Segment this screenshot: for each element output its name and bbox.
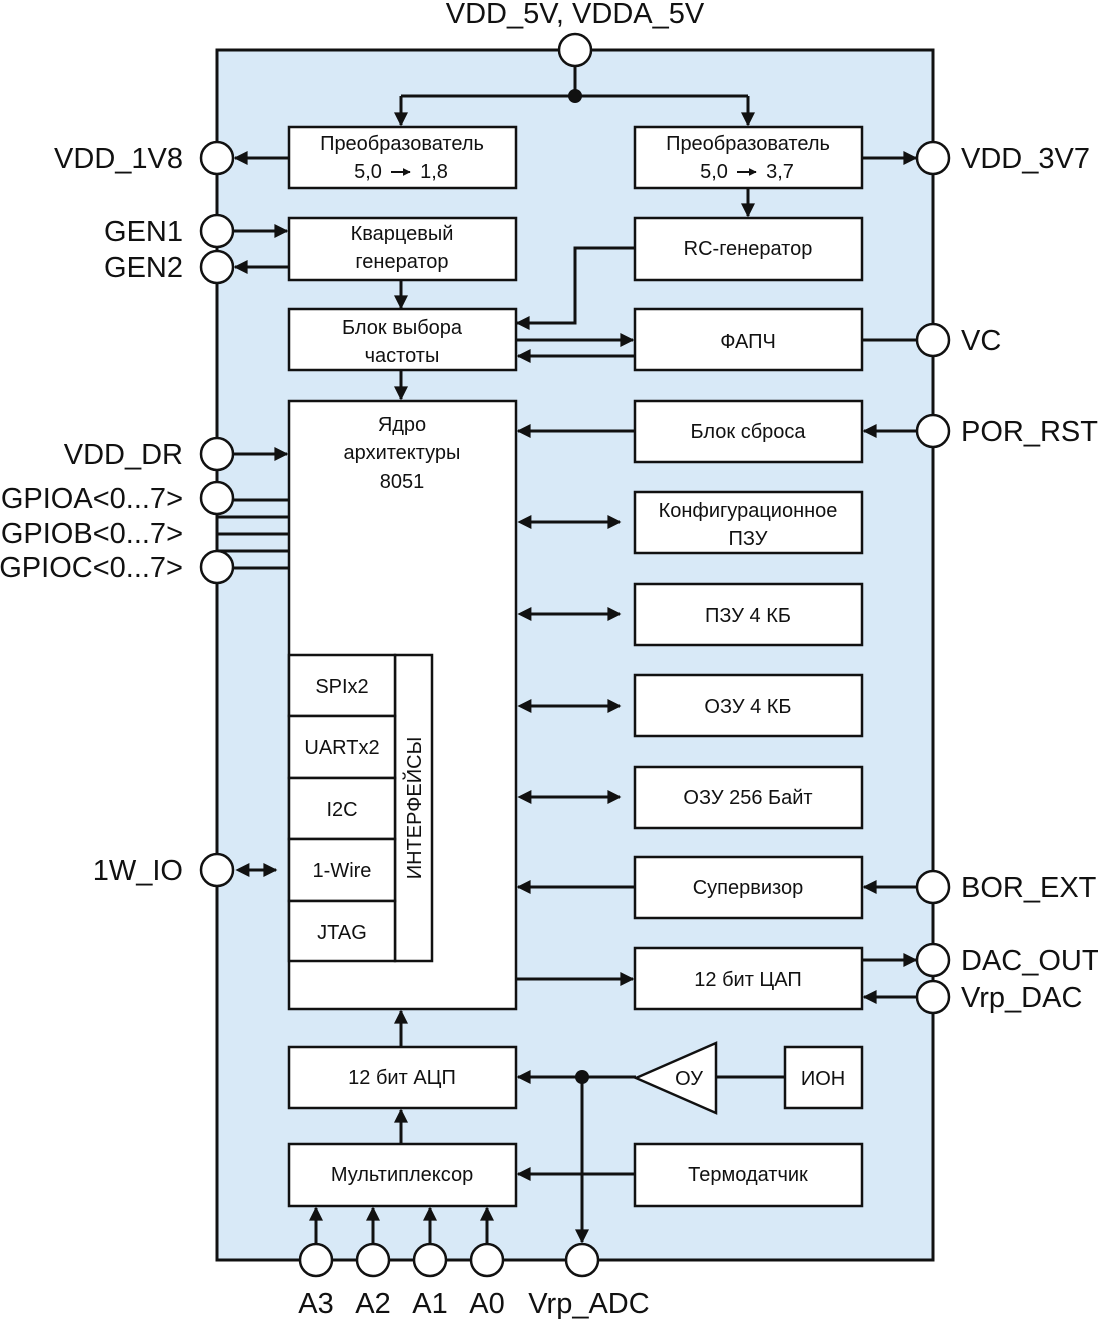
freq-label-1: Блок выбора <box>342 317 463 339</box>
pin-a0 <box>469 1242 505 1278</box>
converter-3v7-output: 3,7 <box>766 161 794 183</box>
pll-label: ФАПЧ <box>720 331 776 353</box>
label-gen1: GEN1 <box>104 216 183 248</box>
pin-gpioa <box>199 480 235 516</box>
label-a3: A3 <box>298 1288 333 1320</box>
cfg-label-1: Конфигурационное <box>659 500 838 522</box>
junction-dot <box>568 89 582 103</box>
ram-256b: ОЗУ 256 Байт <box>633 765 864 830</box>
core-label-3: 8051 <box>380 471 425 493</box>
label-gpiob: GPIOB<0...7> <box>1 518 183 550</box>
label-dac-out: DAC_OUT <box>961 945 1098 977</box>
converter-1v8-label: Преобразователь <box>320 133 484 155</box>
label-gen2: GEN2 <box>104 252 183 284</box>
cfg-label-2: ПЗУ <box>729 528 768 550</box>
pin-gen1 <box>199 213 235 249</box>
crystal-oscillator: Кварцевый генератор <box>287 216 518 282</box>
vref-label: ИОН <box>801 1068 845 1090</box>
pin-vdd3v7 <box>915 140 951 176</box>
frequency-select: Блок выбора частоты <box>287 307 518 372</box>
opamp-block: ОУ <box>632 1041 718 1115</box>
converter-1v8-input: 5,0 <box>354 161 382 183</box>
dac-block: 12 бит ЦАП <box>633 946 864 1011</box>
uart-label: UARTx2 <box>304 737 379 759</box>
vref-block: ИОН <box>783 1045 864 1110</box>
label-vrp-adc: Vrp_ADC <box>528 1288 649 1320</box>
freq-label-2: частоты <box>365 345 440 367</box>
label-vrp-dac: Vrp_DAC <box>961 982 1082 1014</box>
converter-1v8: Преобразователь 5,0 1,8 <box>287 125 518 190</box>
label-vdd1v8: VDD_1V8 <box>54 143 183 175</box>
pin-bor-ext <box>915 869 951 905</box>
label-a1: A1 <box>412 1288 447 1320</box>
converter-3v7: Преобразователь 5,0 3,7 <box>633 125 864 190</box>
pin-gpioc <box>199 549 235 585</box>
onewire-label: 1-Wire <box>313 860 372 882</box>
core-label-2: архитектуры <box>344 442 461 464</box>
config-rom: Конфигурационное ПЗУ <box>633 490 864 555</box>
pin-vc <box>915 322 951 358</box>
pin-a1 <box>412 1242 448 1278</box>
thermo-label: Термодатчик <box>688 1164 808 1186</box>
converter-3v7-input: 5,0 <box>700 161 728 183</box>
label-a2: A2 <box>355 1288 390 1320</box>
pin-por-rst <box>915 413 951 449</box>
opamp-label: ОУ <box>675 1068 703 1090</box>
interfaces-label: ИНТЕРФЕЙСЫ <box>402 737 426 880</box>
supervisor-label: Супервизор <box>693 877 804 899</box>
label-gpioa: GPIOA<0...7> <box>1 483 183 515</box>
ram-4kb: ОЗУ 4 КБ <box>633 673 864 738</box>
converter-1v8-output: 1,8 <box>420 161 448 183</box>
pin-vdd-dr <box>199 436 235 472</box>
pin-vrp-adc <box>564 1242 600 1278</box>
pin-vdd1v8 <box>199 140 235 176</box>
spi-label: SPIx2 <box>315 676 368 698</box>
rom-4kb: ПЗУ 4 КБ <box>633 582 864 647</box>
label-vdd5: VDD_5V, VDDA_5V <box>446 0 705 30</box>
reset-label: Блок сброса <box>690 421 806 443</box>
rc-label: RC-генератор <box>684 238 813 260</box>
label-gpioc: GPIOC<0...7> <box>0 552 183 584</box>
label-vdd3v7: VDD_3V7 <box>961 143 1090 175</box>
adc-block: 12 бит АЦП <box>287 1045 518 1110</box>
rom-label: ПЗУ 4 КБ <box>705 605 791 627</box>
pin-a2 <box>355 1242 391 1278</box>
adc-label: 12 бит АЦП <box>348 1067 456 1089</box>
mux-block: Мультиплексор <box>287 1142 518 1208</box>
label-vc: VC <box>961 325 1001 357</box>
label-bor-ext: BOR_EXT <box>961 872 1097 904</box>
mux-label: Мультиплексор <box>331 1164 473 1186</box>
ram4-label: ОЗУ 4 КБ <box>704 696 791 718</box>
supervisor-block: Супервизор <box>633 855 864 920</box>
crystal-label-2: генератор <box>355 251 448 273</box>
pin-1w-io <box>199 852 235 888</box>
label-vdd-dr: VDD_DR <box>64 439 183 471</box>
thermo-block: Термодатчик <box>633 1142 864 1208</box>
pin-a3 <box>298 1242 334 1278</box>
pin-vrp-dac <box>915 979 951 1015</box>
i2c-label: I2C <box>326 799 357 821</box>
converter-3v7-label: Преобразователь <box>666 133 830 155</box>
interfaces-group: ИНТЕРФЕЙСЫ SPIx2 UARTx2 I2C 1-Wire JTAG <box>287 653 434 963</box>
reset-block: Блок сброса <box>633 399 864 464</box>
label-1w-io: 1W_IO <box>93 855 183 887</box>
pin-dac-out <box>915 942 951 978</box>
label-por-rst: POR_RST <box>961 416 1098 448</box>
junction-dot <box>575 1070 589 1084</box>
label-a0: A0 <box>469 1288 504 1320</box>
pin-vdd5 <box>557 32 593 68</box>
rc-oscillator: RC-генератор <box>633 216 864 282</box>
crystal-label-1: Кварцевый <box>351 223 454 245</box>
pins <box>199 32 951 1278</box>
jtag-label: JTAG <box>317 922 367 944</box>
pin-gen2 <box>199 249 235 285</box>
pll-block: ФАПЧ <box>633 307 864 372</box>
dac-label: 12 бит ЦАП <box>694 969 801 991</box>
core-label-1: Ядро <box>378 414 426 436</box>
wires <box>217 66 918 1244</box>
ram256-label: ОЗУ 256 Байт <box>683 787 812 809</box>
